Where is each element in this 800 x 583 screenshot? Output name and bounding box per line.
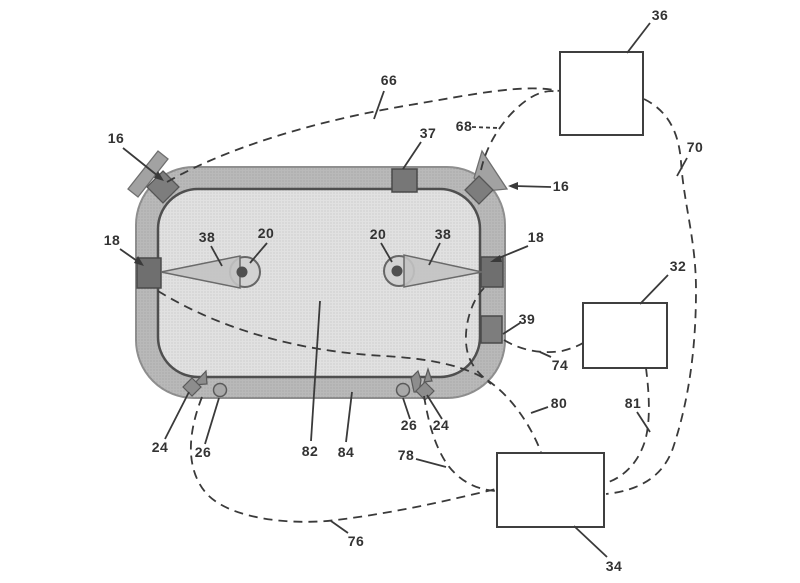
ref-label-20-left: 20 — [257, 225, 275, 241]
arrowhead-18-right — [490, 255, 502, 262]
ref-label-39: 39 — [518, 311, 536, 327]
ref-label-24-left: 24 — [151, 439, 169, 455]
projector-dot-right — [391, 265, 403, 277]
projector-cone-38-right — [403, 254, 483, 288]
ref-label-84: 84 — [337, 444, 355, 460]
ref-label-70: 70 — [686, 139, 704, 155]
ref-label-80: 80 — [550, 395, 568, 411]
leader-32 — [639, 274, 669, 305]
leader-80 — [530, 406, 549, 414]
bottom-fitting-right — [395, 367, 435, 401]
leader-76 — [330, 520, 349, 534]
ref-label-18-left: 18 — [103, 232, 121, 248]
leader-20-right — [380, 242, 393, 263]
control-box-32 — [582, 302, 668, 369]
leader-lines — [119, 22, 688, 558]
fitting-circle-26-right — [395, 382, 411, 398]
leader-38-left — [210, 245, 223, 267]
projector-dot-left — [236, 266, 248, 278]
ref-label-82: 82 — [301, 443, 319, 459]
arrowhead-16-left — [154, 171, 164, 181]
arrowhead-18-left — [134, 256, 144, 266]
corner-jet-top-left — [127, 150, 180, 204]
leader-38-right — [428, 242, 441, 266]
connection-81 — [605, 367, 650, 484]
ref-label-16-right: 16 — [552, 178, 570, 194]
connection-78 — [423, 395, 497, 492]
leader-24-left — [164, 391, 190, 440]
leader-34 — [573, 525, 608, 558]
ref-label-26-left: 26 — [194, 444, 212, 460]
rim-module-39 — [480, 315, 503, 344]
leader-82 — [310, 300, 321, 442]
ref-label-16-left: 16 — [107, 130, 125, 146]
ref-label-38-left: 38 — [198, 229, 216, 245]
connection-74 — [503, 339, 584, 353]
connection-76 — [190, 396, 497, 523]
ref-label-78: 78 — [397, 447, 415, 463]
projector-right — [383, 254, 483, 288]
fitting-circle-26-left — [212, 382, 228, 398]
ref-label-32: 32 — [669, 258, 687, 274]
leader-20-left — [249, 242, 268, 264]
leader-16-left — [122, 147, 159, 177]
leader-84 — [345, 391, 353, 443]
leader-36 — [626, 22, 651, 54]
ref-label-76: 76 — [347, 533, 365, 549]
connection-70 — [605, 98, 697, 495]
leader-74 — [539, 351, 552, 358]
tub — [135, 166, 506, 399]
leader-70 — [676, 157, 688, 177]
rim-module-37 — [391, 168, 418, 193]
tub-basin-texture — [158, 189, 480, 377]
leader-39 — [502, 322, 521, 335]
ref-label-34: 34 — [605, 558, 623, 574]
ref-label-68: 68 — [455, 118, 473, 134]
leader-24-right — [426, 394, 443, 420]
leader-81 — [636, 411, 651, 433]
leader-37 — [402, 141, 422, 170]
fitting-diamond-24-left — [182, 377, 202, 397]
jet-fin — [127, 150, 169, 198]
ref-label-26-right: 26 — [400, 417, 418, 433]
control-box-34 — [496, 452, 605, 528]
fitting-spike-24-right — [423, 367, 433, 383]
connection-80 — [157, 290, 542, 453]
leader-16-right — [513, 185, 552, 188]
leader-26-left — [204, 397, 220, 445]
connections — [157, 87, 697, 523]
ref-label-20-right: 20 — [369, 226, 387, 242]
bottom-fitting-left — [182, 369, 228, 398]
arrowhead-16-right — [508, 182, 518, 190]
leader-78 — [415, 458, 447, 468]
connection-interior-right — [465, 287, 492, 385]
jet-diamond — [464, 175, 494, 205]
leader-66 — [373, 90, 385, 120]
control-box-36 — [559, 51, 644, 136]
corner-jet-top-right — [464, 149, 509, 205]
arrowheads — [134, 171, 518, 266]
ref-label-38-right: 38 — [434, 226, 452, 242]
leader-26-right — [402, 397, 411, 420]
ref-label-37: 37 — [419, 125, 437, 141]
ref-label-36: 36 — [651, 7, 669, 23]
ref-label-24-right: 24 — [432, 417, 450, 433]
connection-68 — [480, 90, 560, 171]
fitting-flag-24-left — [191, 369, 208, 386]
rim-module-18-left — [136, 257, 162, 289]
connection-66 — [166, 87, 560, 183]
label-68-dashed-tick — [471, 126, 499, 129]
ref-label-18-right: 18 — [527, 229, 545, 245]
ref-label-81: 81 — [624, 395, 642, 411]
ref-label-66: 66 — [380, 72, 398, 88]
ref-label-74: 74 — [551, 357, 569, 373]
